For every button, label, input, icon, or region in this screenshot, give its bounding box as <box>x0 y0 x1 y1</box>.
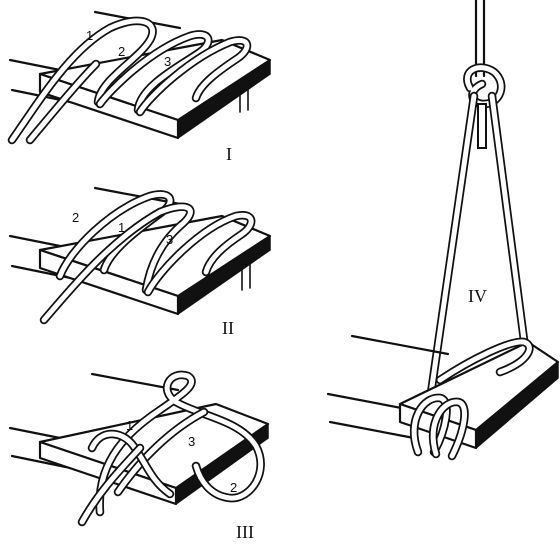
rope-turn <box>145 212 254 295</box>
rope-turn <box>115 409 207 495</box>
board-left-face <box>38 248 180 316</box>
turn-label: 3 <box>166 232 173 247</box>
turn-label: 3 <box>188 434 195 449</box>
rope-loop <box>97 372 264 515</box>
rope-turn <box>437 339 532 383</box>
knot-tail <box>477 103 487 149</box>
panel-numeral: I <box>226 144 232 164</box>
panel-4: IV <box>326 0 560 461</box>
panel-1: 1 2 3 I <box>7 10 272 164</box>
rope-end <box>79 445 143 525</box>
turn-label: 2 <box>230 480 237 495</box>
rope-turn <box>430 399 467 459</box>
panel-numeral: II <box>222 318 234 338</box>
turn-label: 3 <box>164 54 171 69</box>
pole-back-line <box>350 334 450 356</box>
sling-leg-right <box>489 93 527 343</box>
rope-turn <box>41 204 193 323</box>
rope-turn <box>137 38 250 115</box>
panel-3: 1 3 2 III <box>8 370 270 542</box>
rope-end <box>27 61 99 143</box>
turn-label: 1 <box>126 418 133 433</box>
rope-turn <box>97 32 211 113</box>
pole-front-line-lower <box>328 420 416 440</box>
panel-numeral: III <box>236 522 254 542</box>
turn-label: 2 <box>72 210 79 225</box>
rope-turn <box>411 395 449 455</box>
sling-leg-left <box>427 93 477 403</box>
turn-label: 2 <box>118 44 125 59</box>
rope-turn <box>9 18 155 143</box>
rope-turn <box>89 431 173 497</box>
panel-numeral: IV <box>468 286 487 306</box>
pole-front-line <box>326 392 414 412</box>
panel-2: 2 1 3 II <box>8 186 272 338</box>
turn-label: 1 <box>118 220 125 235</box>
turn-label: 1 <box>86 28 93 43</box>
